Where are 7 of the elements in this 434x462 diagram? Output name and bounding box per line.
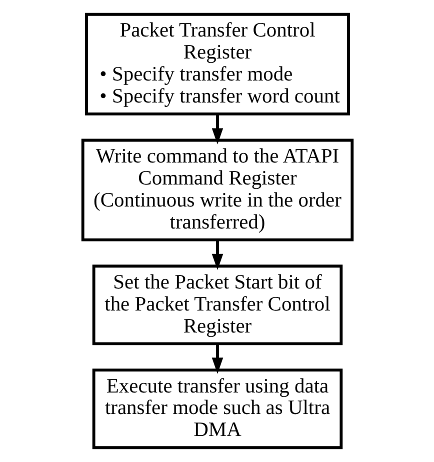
node-box: Packet Transfer Control Register • Specify transfer mode • Specify transfer word count	[84, 12, 350, 116]
node-box: Write command to the ATAPI Command Register (Continuous write in the order transferred)	[80, 138, 354, 242]
arrow	[211, 240, 223, 270]
arrow	[211, 344, 223, 374]
arrow	[211, 114, 223, 144]
node-box: Execute transfer using data transfer mode such as Ultra DMA	[92, 368, 342, 450]
node-box: Set the Packet Start bit of the Packet Transfer Control Register	[92, 264, 342, 346]
